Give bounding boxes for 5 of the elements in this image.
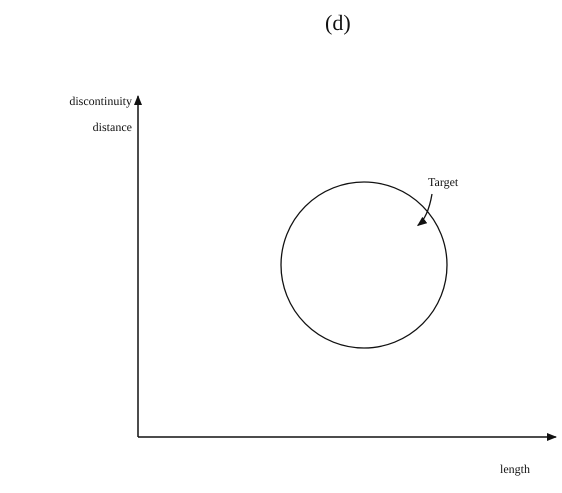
axis-label: length — [500, 461, 531, 478]
leader-arrow — [417, 194, 433, 226]
target-label: Target — [428, 170, 488, 194]
figure-title: (d) — [325, 10, 351, 36]
axis-label: discontinuity distance — [68, 93, 132, 136]
